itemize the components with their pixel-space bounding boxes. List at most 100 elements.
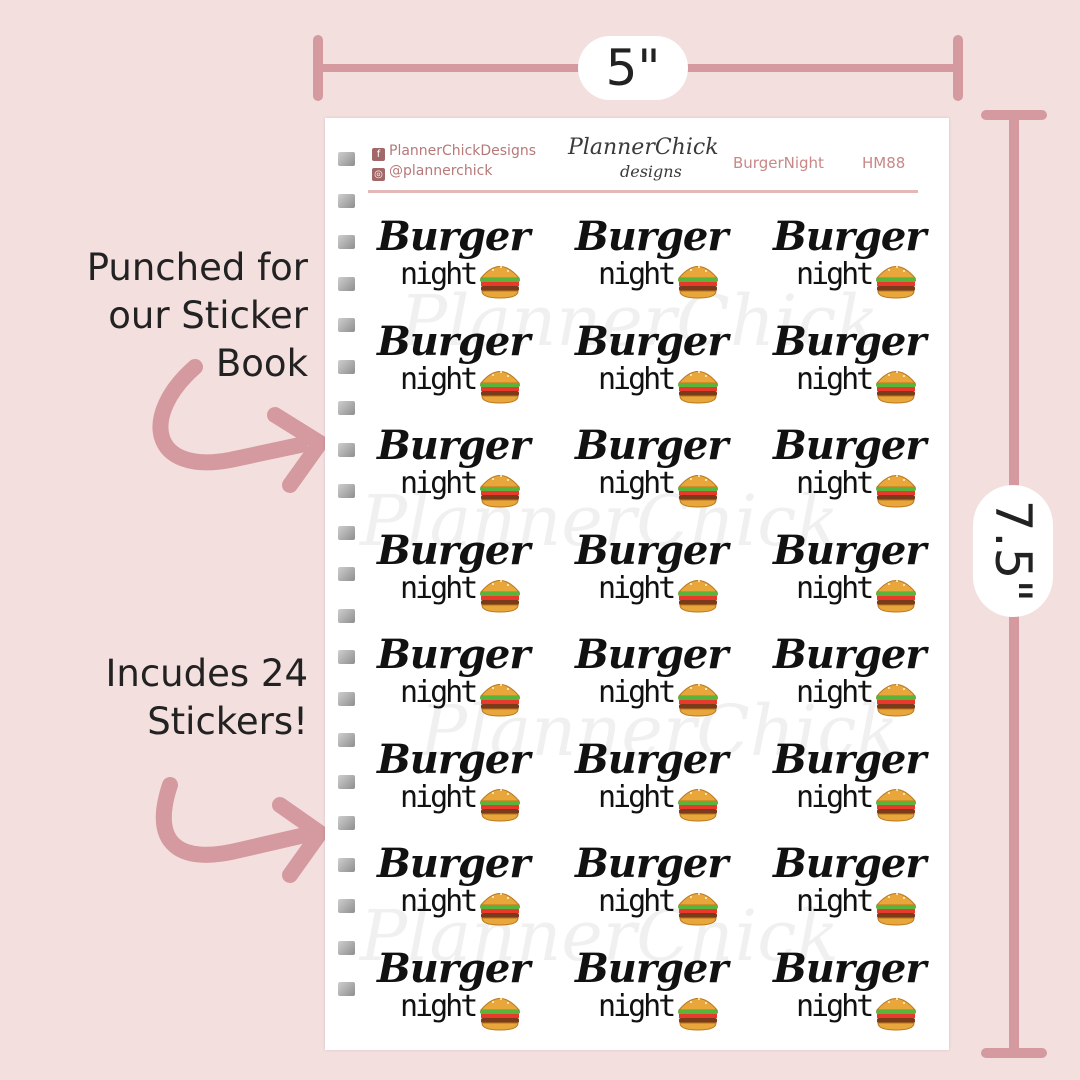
sticker-word-burger: Burger (773, 735, 926, 783)
burger-icon (677, 579, 719, 613)
sticker-word-burger: Burger (773, 317, 926, 365)
product-code: HM88 (862, 154, 906, 172)
product-name: BurgerNight (733, 154, 824, 172)
sticker: Burger night (375, 318, 530, 418)
sticker-word-night: night (400, 988, 478, 1024)
sticker: Burger night (771, 527, 926, 627)
punch-hole (338, 774, 355, 789)
sticker-word-night: night (796, 779, 874, 815)
includes-callout-line: Stickers! (147, 700, 308, 743)
sticker-word-night: night (400, 570, 478, 606)
arrow-icon (152, 359, 328, 493)
punch-hole (338, 276, 355, 291)
sticker-word-night: night (598, 361, 676, 397)
sticker-word-burger: Burger (773, 422, 926, 469)
sticker-word-burger: Burger (575, 526, 728, 574)
includes-callout-line: Incudes 24 (105, 652, 308, 695)
punched-callout: Punched for our Sticker Book (87, 244, 308, 388)
sticker-word-burger: Burger (377, 526, 530, 574)
burger-icon (479, 684, 521, 717)
punch-hole (338, 152, 355, 166)
sticker: Burger night (771, 631, 926, 731)
burger-icon (875, 579, 917, 613)
height-label: 7.5" (984, 499, 1042, 603)
sticker-word-burger: Burger (575, 317, 728, 365)
facebook-handle-text: PlannerChickDesigns (389, 143, 536, 159)
sticker-word-burger: Burger (773, 944, 926, 992)
burger-icon (875, 893, 917, 926)
burger-icon (677, 475, 719, 508)
sticker-word-night: night (598, 884, 676, 919)
burger-icon (875, 684, 917, 717)
sticker: Burger night (375, 945, 530, 1045)
sticker-word-burger: Burger (377, 735, 530, 783)
sticker-word-night: night (796, 884, 874, 919)
burger-icon (875, 788, 917, 822)
sticker: Burger night (375, 631, 530, 731)
punch-hole (338, 401, 355, 415)
sticker: Burger night (771, 422, 926, 522)
sticker-word-burger: Burger (773, 631, 926, 678)
sticker-word-night: night (400, 779, 478, 815)
punch-hole (338, 650, 355, 664)
burger-icon (677, 266, 719, 299)
punch-hole (338, 359, 355, 374)
sticker-word-night: night (796, 675, 874, 710)
height-label-pill: 7.5" (973, 485, 1053, 617)
sticker-word-burger: Burger (773, 526, 926, 574)
punch-hole (338, 608, 355, 623)
burger-icon (677, 370, 719, 404)
sticker-word-night: night (598, 779, 676, 815)
sticker-word-night: night (796, 257, 874, 292)
sticker: Burger night (573, 527, 728, 627)
punch-hole (338, 857, 355, 872)
instagram-handle: ◎@plannerchick (372, 163, 492, 181)
sticker-word-burger: Burger (377, 317, 530, 365)
punched-callout-line: Punched for (86, 246, 308, 289)
burger-icon (479, 266, 521, 299)
sticker: Burger night (573, 840, 728, 940)
header-divider (368, 190, 918, 193)
sticker-word-burger: Burger (377, 631, 530, 678)
burger-icon (677, 893, 719, 926)
brand-logo: PlannerChick designs (568, 135, 719, 185)
width-dimension-cap-right (953, 35, 963, 101)
width-label: 5" (578, 36, 688, 100)
sticker: Burger night (771, 736, 926, 836)
punch-hole (338, 982, 355, 996)
sticker-word-night: night (400, 466, 478, 501)
sticker: Burger night (573, 422, 728, 522)
burger-icon (479, 893, 521, 926)
punch-hole (338, 525, 355, 540)
sticker-word-burger: Burger (575, 213, 728, 260)
sticker-word-night: night (598, 466, 676, 501)
punched-callout-line: Book (215, 342, 308, 385)
sticker: Burger night (573, 213, 728, 313)
sticker-word-burger: Burger (377, 840, 530, 887)
sticker-word-night: night (598, 988, 676, 1024)
sticker: Burger night (375, 840, 530, 940)
sticker-word-night: night (400, 884, 478, 919)
punch-hole (338, 193, 355, 208)
punch-hole (338, 235, 355, 249)
sticker: Burger night (771, 945, 926, 1045)
sticker: Burger night (375, 736, 530, 836)
facebook-icon: f (372, 148, 385, 161)
sticker-word-night: night (796, 361, 874, 397)
burger-icon (677, 684, 719, 717)
instagram-icon: ◎ (372, 168, 385, 181)
punch-hole (338, 816, 355, 830)
sticker-word-burger: Burger (575, 422, 728, 469)
sticker-sheet (325, 118, 949, 1050)
burger-icon (875, 997, 917, 1031)
sticker: Burger night (573, 945, 728, 1045)
sticker: Burger night (771, 318, 926, 418)
sticker-word-night: night (598, 257, 676, 292)
punch-hole (338, 899, 355, 913)
sticker-word-burger: Burger (575, 735, 728, 783)
height-dimension-cap-bottom (981, 1048, 1047, 1058)
sticker-word-burger: Burger (575, 840, 728, 887)
sticker-word-night: night (598, 570, 676, 606)
sticker-word-burger: Burger (773, 840, 926, 887)
sticker: Burger night (573, 631, 728, 731)
